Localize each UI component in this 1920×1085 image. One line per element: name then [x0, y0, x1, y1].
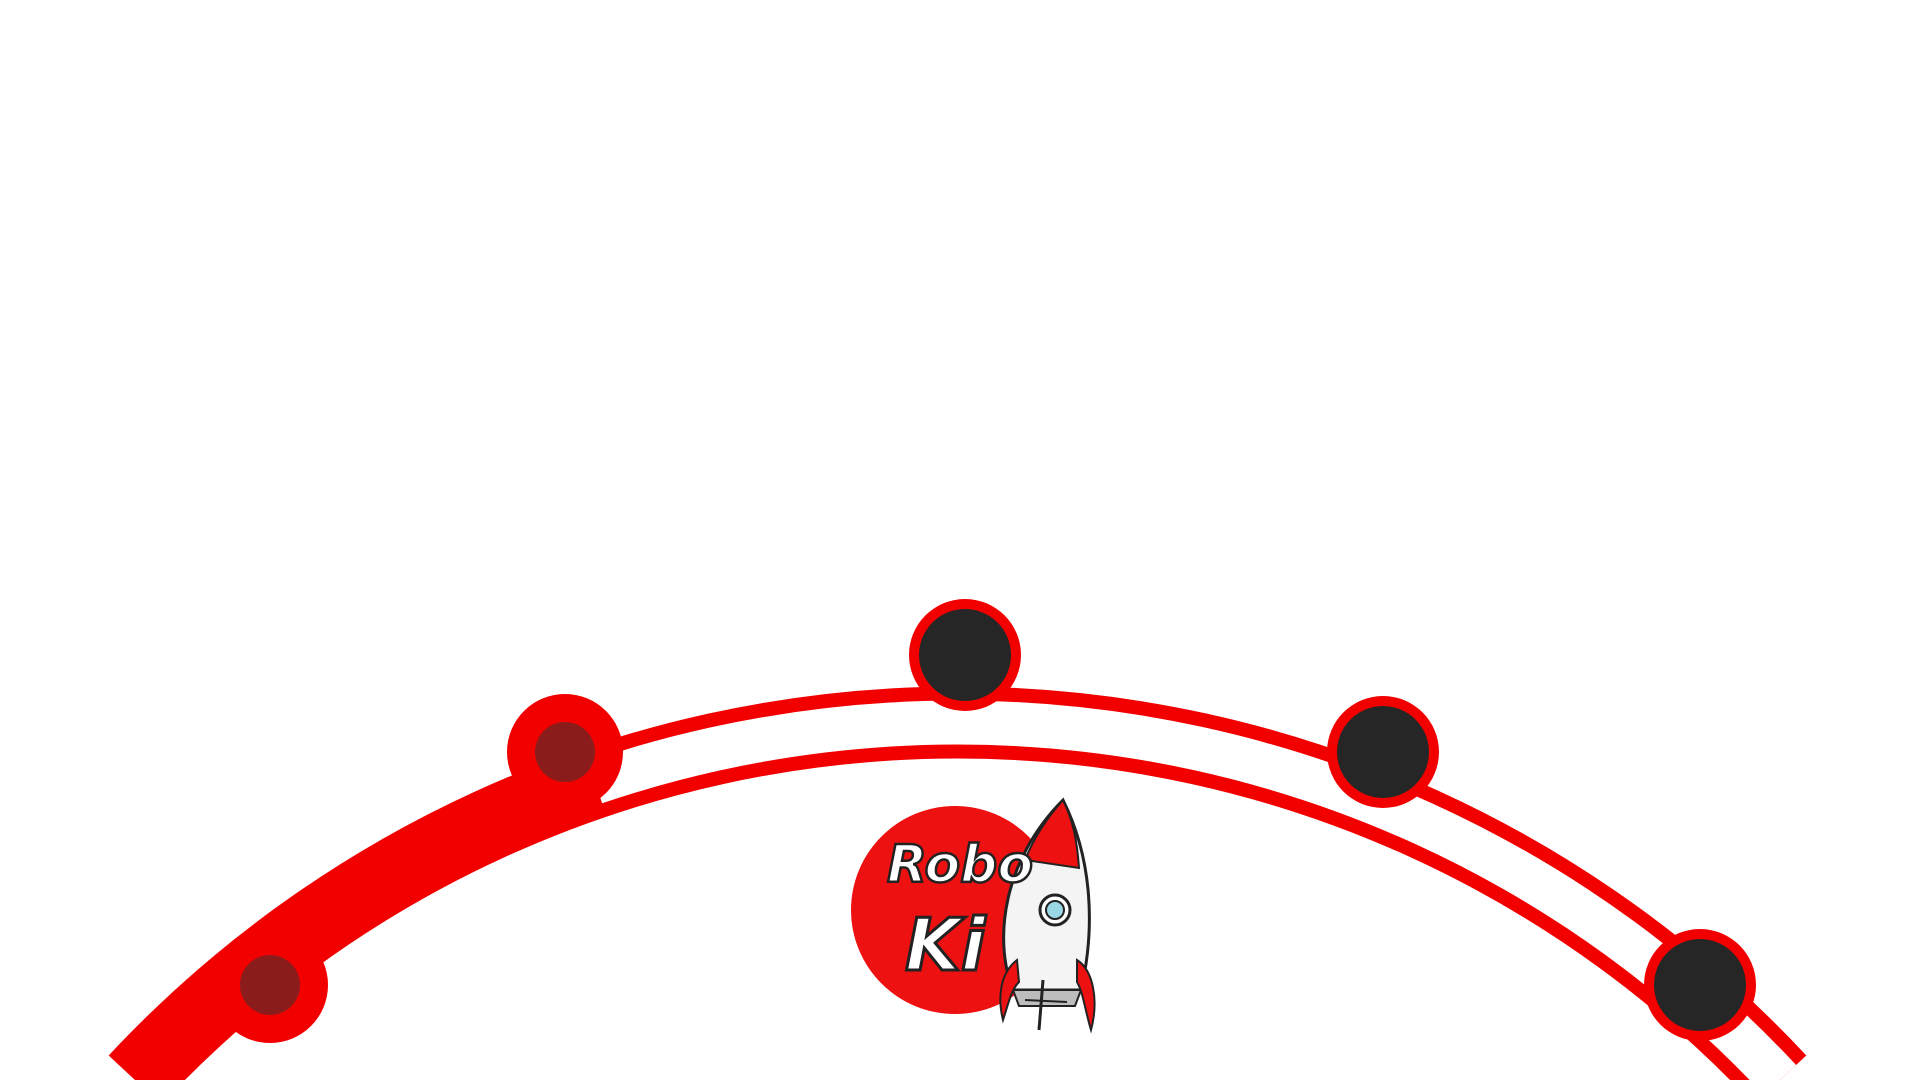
level-node-completed	[240, 955, 300, 1015]
level-node-completed	[535, 722, 595, 782]
level-nodes	[212, 599, 1756, 1043]
level-track	[108, 686, 1807, 1085]
level-node-3[interactable]	[909, 599, 1021, 711]
level-node-4[interactable]	[1327, 696, 1439, 808]
level-node-5[interactable]	[1644, 929, 1756, 1041]
level-node-1[interactable]	[212, 927, 328, 1043]
track-progress-fill	[117, 698, 1798, 1085]
level-node-locked	[1654, 939, 1746, 1031]
level-node-locked	[1337, 706, 1429, 798]
rocket-icon	[999, 797, 1096, 1034]
logo-text-ki: Ki	[905, 903, 987, 987]
logo-text-robo: Robo	[887, 835, 1033, 895]
level-node-locked	[919, 609, 1011, 701]
roboki-logo: Robo Ki	[851, 797, 1096, 1034]
level-node-2[interactable]	[507, 694, 623, 810]
